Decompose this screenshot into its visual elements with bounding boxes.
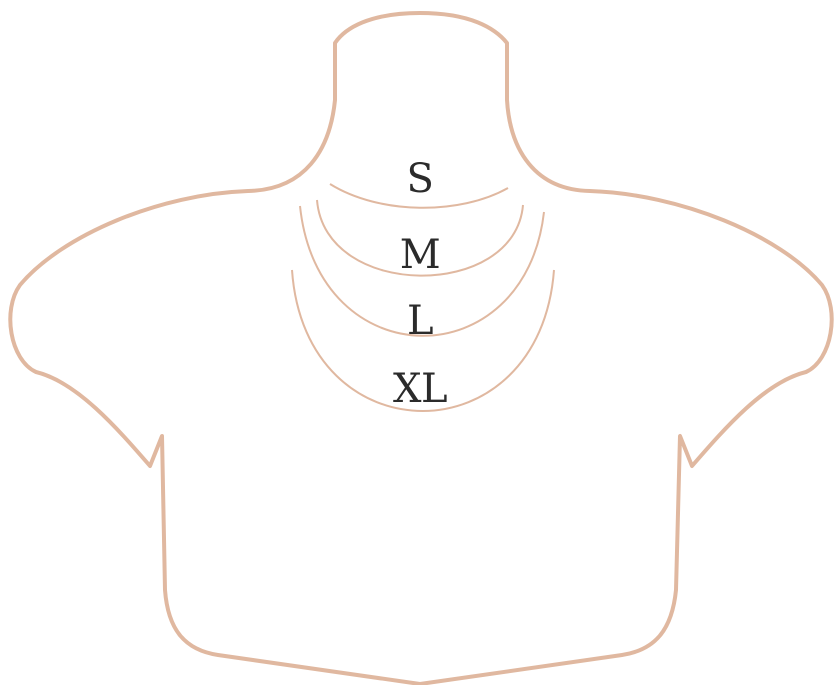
bust-outline [10, 13, 831, 684]
size-label-m: M [400, 232, 440, 278]
size-label-l: L [407, 298, 433, 344]
size-label-xl: XL [393, 366, 447, 412]
size-label-s: S [407, 156, 434, 202]
